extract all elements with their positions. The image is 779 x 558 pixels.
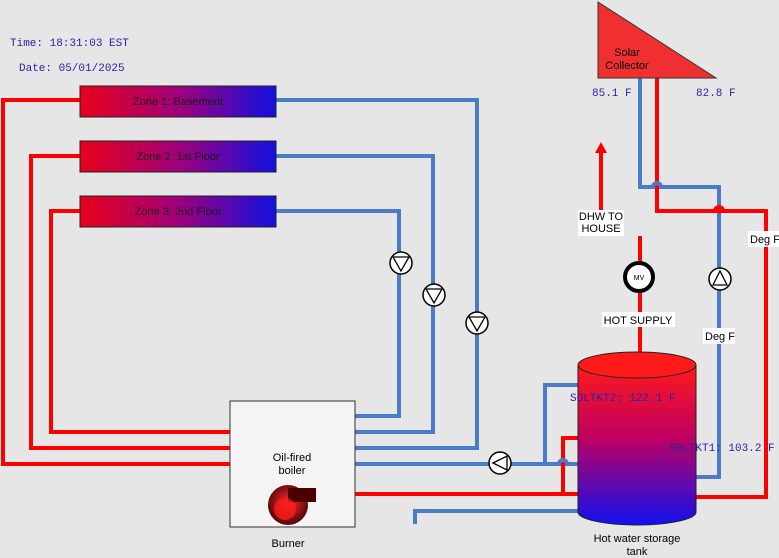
date-readout: Date: 05/01/2025 (19, 63, 125, 75)
solar-temp-left: 85.1 F (592, 88, 632, 100)
zone-3-pump-icon[interactable] (389, 251, 413, 275)
zone-1-label: Zone 1: Basement (133, 96, 223, 108)
mixing-valve-label: MV (634, 275, 645, 282)
tank-loop-pump-icon[interactable] (488, 451, 512, 475)
time-readout: Time: 18:31:03 EST (10, 38, 129, 50)
zone-supply-piping (1, 98, 230, 466)
boiler-label-line1: Oil-fired (273, 452, 312, 464)
pipe-crossovers (557, 181, 725, 465)
tank-label-line1: Hot water storage (594, 533, 681, 545)
oil-fired-boiler[interactable]: Oil-fired boiler (229, 400, 356, 528)
solar-pump-icon[interactable] (708, 267, 732, 291)
hot-supply-label-box: HOT SUPPLY (602, 312, 675, 327)
solar-collector[interactable]: Solar Collector (597, 1, 718, 79)
mixing-valve[interactable]: MV (623, 261, 655, 293)
zone-1-panel[interactable]: Zone 1: Basement (79, 85, 277, 118)
solar-label-line2: Collector (605, 60, 649, 72)
solar-temp-right: 82.8 F (696, 88, 736, 100)
burner-label: Burner (271, 538, 304, 550)
boiler-tank-loop (355, 383, 640, 524)
zone-2-panel[interactable]: Zone 2: 1st Floor (79, 140, 277, 173)
tank-sensor-mid: SOLTKT1: 103.2 F (669, 443, 775, 455)
hot-supply-label: HOT SUPPLY (604, 315, 673, 327)
deg-f-mid-label: Deg F (705, 331, 735, 343)
dhw-label-box: DHW TO HOUSE (578, 210, 624, 236)
zone-3-label: Zone 3: 2nd Floor (135, 206, 222, 218)
dhw-label-line2: HOUSE (581, 223, 620, 235)
zone-3-panel[interactable]: Zone 3: 2nd Floor (79, 195, 277, 228)
deg-f-right-box: Deg F (748, 231, 779, 247)
solar-label-line1: Solar (614, 47, 640, 59)
boiler-label-line2: boiler (279, 465, 306, 477)
solar-loop-piping (638, 75, 768, 499)
zone-1-pump-icon[interactable] (465, 311, 489, 335)
burner-icon (268, 485, 316, 525)
tank-label-line2: tank (627, 546, 648, 558)
tank-sensor-top: SOLTKT2: 122.1 F (570, 393, 676, 405)
deg-f-right-label: Deg F (750, 234, 779, 246)
zone-return-piping (276, 98, 479, 450)
dhw-label-line1: DHW TO (579, 211, 624, 223)
zone-2-label: Zone 2: 1st Floor (136, 151, 219, 163)
deg-f-mid-box: Deg F (703, 328, 735, 344)
dhw-piping (595, 142, 642, 355)
dhw-arrow-icon (595, 142, 607, 153)
zone-2-pump-icon[interactable] (422, 283, 446, 307)
hot-water-storage-tank[interactable] (577, 351, 697, 526)
